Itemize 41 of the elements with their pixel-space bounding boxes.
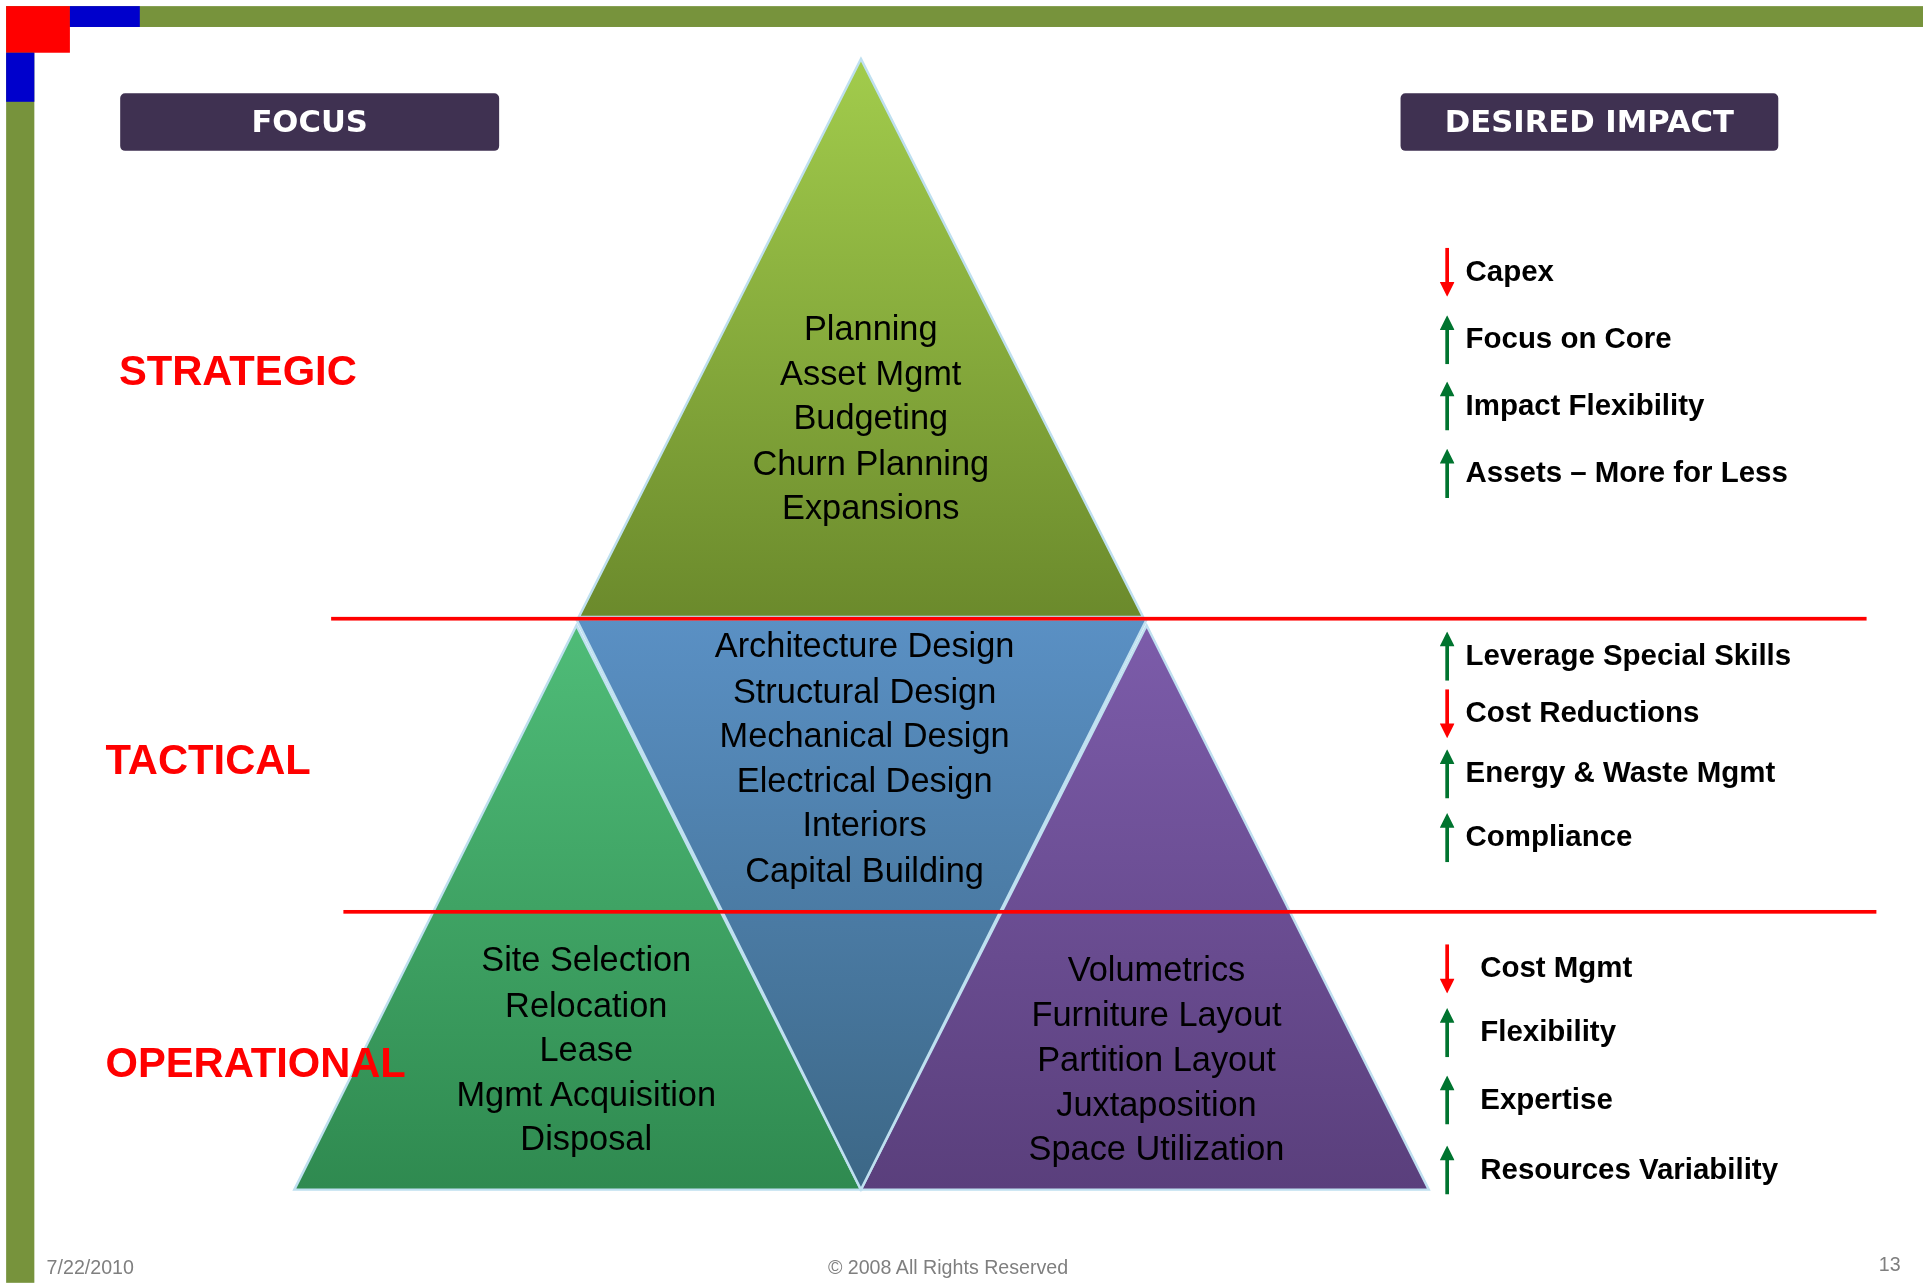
impact-text: Expertise (1480, 1081, 1613, 1116)
item-text: Site Selection (481, 940, 692, 980)
impact-text: Resources Variability (1480, 1151, 1779, 1186)
item-text: Lease (539, 1030, 633, 1070)
item-text: Planning (803, 309, 938, 349)
item-text: Relocation (505, 985, 668, 1025)
item-text: Churn Planning (752, 443, 990, 483)
impact-text: Flexibility (1480, 1014, 1617, 1049)
pyramid-triangle (578, 58, 1143, 617)
item-text: Space Utilization (1028, 1130, 1285, 1170)
item-text: Expansions (781, 488, 960, 528)
heading-banner: DESIRED IMPACT (1400, 93, 1779, 151)
item-text: Mechanical Design (719, 716, 1010, 756)
impact-text: Energy & Waste Mgmt (1465, 755, 1776, 790)
level-label: TACTICAL (105, 735, 311, 783)
item-text: Juxtaposition (1056, 1085, 1257, 1125)
item-text: Capital Building (745, 851, 984, 891)
heading-banner: FOCUS (120, 93, 500, 151)
impact-text: Assets – More for Less (1465, 455, 1788, 490)
item-text: Mgmt Acquisition (456, 1075, 716, 1115)
item-text: Budgeting (793, 398, 949, 439)
page-number: 13 (1878, 1252, 1901, 1277)
level-label: STRATEGIC (118, 347, 357, 394)
impact-text: Impact Flexibility (1465, 387, 1705, 422)
item-text: Furniture Layout (1031, 995, 1282, 1035)
impact-text: Cost Reductions (1465, 695, 1700, 730)
item-text: Interiors (802, 806, 927, 846)
item-text: Architecture Design (714, 626, 1015, 666)
copyright-text: © 2008 All Rights Reserved (827, 1256, 1069, 1280)
impact-text: Cost Mgmt (1480, 950, 1633, 985)
item-text: Structural Design (732, 671, 997, 711)
impact-text: Compliance (1465, 819, 1633, 854)
item-text: Volumetrics (1067, 950, 1246, 990)
impact-text: Focus on Core (1465, 321, 1672, 356)
item-text: Disposal (520, 1120, 653, 1160)
impact-text: Leverage Special Skills (1465, 637, 1792, 673)
item-text: Partition Layout (1037, 1040, 1276, 1080)
item-text: Electrical Design (736, 761, 993, 801)
item-text: Asset Mgmt (780, 353, 962, 394)
impact-text: Capex (1465, 253, 1554, 289)
date-text: 7/22/2010 (46, 1256, 134, 1280)
